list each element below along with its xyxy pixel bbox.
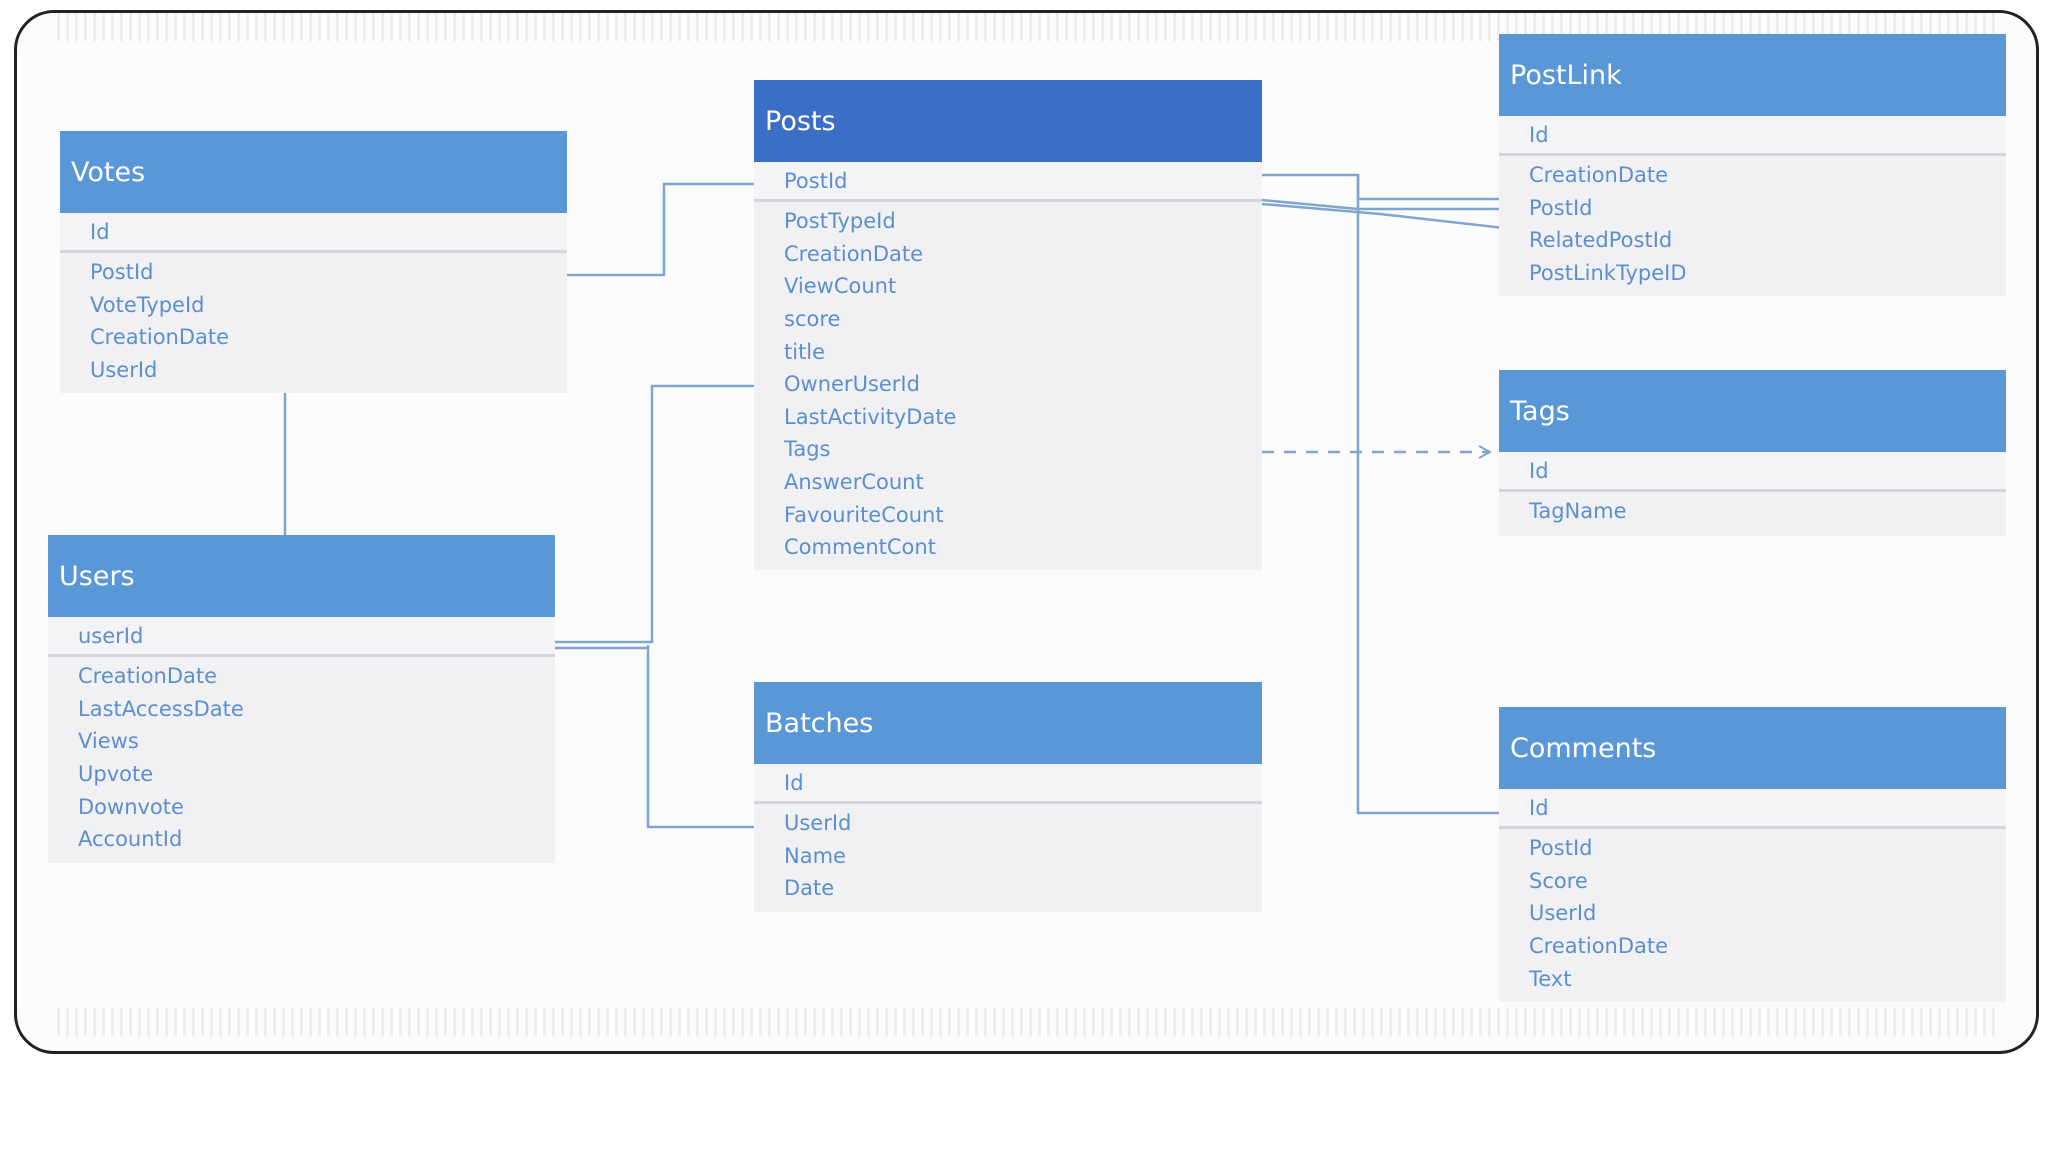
posts-field: PostTypeId xyxy=(784,209,896,234)
posts-field: score xyxy=(784,307,841,332)
users-pk-field: userId xyxy=(48,617,555,657)
posts-field: Tags xyxy=(784,437,831,462)
users-field: Downvote xyxy=(78,794,184,819)
users-field: CreationDate xyxy=(78,664,218,689)
posts-field: title xyxy=(784,339,826,364)
tags-table[interactable]: Tags Id TagName xyxy=(1499,370,2006,536)
users-posts-line xyxy=(552,384,758,644)
batches-pk-field: Id xyxy=(754,764,1262,804)
comments-table-title: Comments xyxy=(1499,707,2006,789)
tags-field-list: TagName xyxy=(1499,492,2006,528)
posts-field: OwnerUserId xyxy=(784,372,920,397)
batches-field: UserId xyxy=(784,811,852,836)
votes-field: VoteTypeId xyxy=(90,292,205,317)
postlink-field: PostLinkTypeID xyxy=(1529,261,1687,286)
posts-pk-field: PostId xyxy=(754,162,1262,202)
batches-table-title: Batches xyxy=(754,682,1262,764)
tags-pk-field: Id xyxy=(1499,452,2006,492)
posts-field: ViewCount xyxy=(784,274,897,299)
comments-field: Score xyxy=(1529,868,1588,893)
votes-field: UserId xyxy=(90,358,158,383)
users-field: Upvote xyxy=(78,762,154,787)
users-table-title: Users xyxy=(48,535,555,617)
comments-field: UserId xyxy=(1529,901,1597,926)
tags-table-title: Tags xyxy=(1499,370,2006,452)
comments-field: CreationDate xyxy=(1529,934,1669,959)
votes-pk-field: Id xyxy=(60,213,567,253)
batches-field: Date xyxy=(784,876,835,901)
posts-postlink-related-line xyxy=(1261,202,1505,230)
users-field: AccountId xyxy=(78,827,183,852)
comments-field: PostId xyxy=(1529,836,1593,861)
postlink-field: RelatedPostId xyxy=(1529,228,1673,253)
postlink-field: CreationDate xyxy=(1529,163,1669,188)
posts-field: FavouriteCount xyxy=(784,502,944,527)
users-field: LastAccessDate xyxy=(78,696,244,721)
comments-pk-field: Id xyxy=(1499,789,2006,829)
postlink-pk-field: Id xyxy=(1499,116,2006,156)
posts-table-title: Posts xyxy=(754,80,1262,162)
posts-postlink-line xyxy=(1262,173,1504,201)
users-batches-line xyxy=(646,645,758,829)
users-field: Views xyxy=(78,729,139,754)
postlink-field: PostId xyxy=(1529,195,1593,220)
postlink-table-title: PostLink xyxy=(1499,34,2006,116)
bottom-decoration-band xyxy=(57,1008,1996,1036)
batches-field: Name xyxy=(784,843,846,868)
tags-field: TagName xyxy=(1529,499,1627,524)
comments-field: Text xyxy=(1529,966,1572,991)
votes-posts-line xyxy=(566,182,758,277)
posts-field: LastActivityDate xyxy=(784,404,957,429)
votes-field: CreationDate xyxy=(90,325,230,350)
votes-field: PostId xyxy=(90,260,154,285)
posts-field: CommentCont xyxy=(784,535,936,560)
posts-field: AnswerCount xyxy=(784,470,924,495)
votes-table-title: Votes xyxy=(60,131,567,213)
posts-comments-line xyxy=(1356,175,1504,815)
posts-field: CreationDate xyxy=(784,241,924,266)
